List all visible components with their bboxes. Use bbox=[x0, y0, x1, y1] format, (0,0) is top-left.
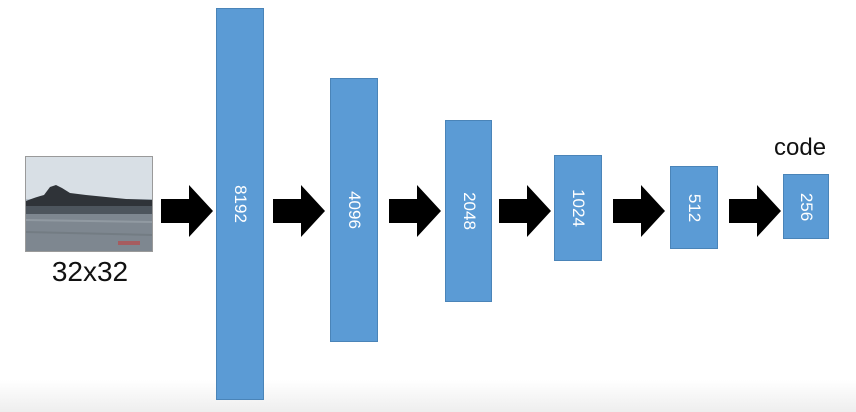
layer-size-label: 512 bbox=[685, 193, 704, 222]
layer-size-label: 256 bbox=[797, 192, 816, 221]
layer-size-label: 2048 bbox=[459, 192, 479, 230]
code-label: code bbox=[774, 134, 827, 161]
layer-256-code: 256 bbox=[783, 174, 829, 239]
input-image bbox=[25, 156, 153, 252]
layer-512: 512 bbox=[670, 166, 718, 249]
right-arrow-icon bbox=[499, 185, 551, 237]
layer-8192: 8192 bbox=[216, 8, 264, 400]
lake-photo-icon bbox=[26, 157, 152, 251]
layer-size-label: 8192 bbox=[231, 185, 250, 223]
right-arrow-icon bbox=[613, 185, 665, 237]
right-arrow-icon bbox=[389, 185, 441, 237]
bottom-fade bbox=[0, 380, 856, 412]
layer-4096: 4096 bbox=[330, 78, 378, 342]
layer-size-label: 4096 bbox=[345, 191, 364, 229]
right-arrow-icon bbox=[273, 185, 325, 237]
layer-size-label: 1024 bbox=[569, 189, 588, 227]
input-size-label: 32x32 bbox=[51, 256, 129, 287]
layer-2048: 2048 bbox=[445, 120, 492, 302]
layer-1024: 1024 bbox=[554, 155, 602, 261]
right-arrow-icon bbox=[161, 185, 213, 237]
right-arrow-icon bbox=[729, 185, 781, 237]
